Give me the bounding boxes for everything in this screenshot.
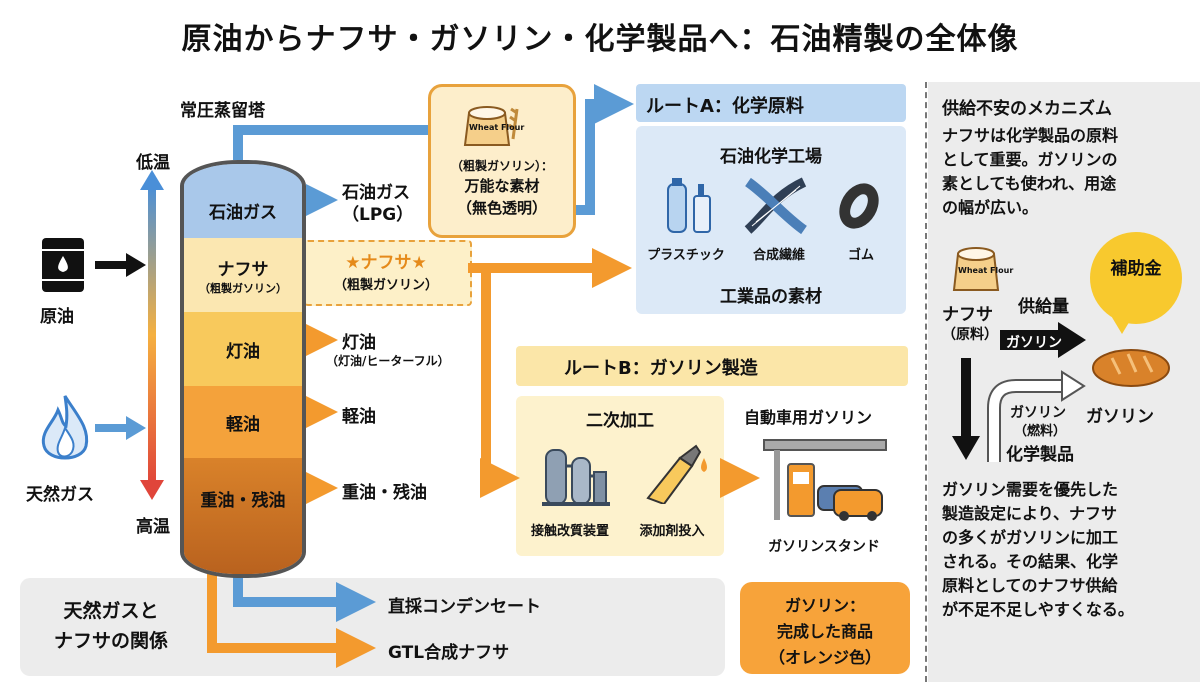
note-line3: （オレンジ色） (768, 648, 881, 667)
bread-icon (1090, 346, 1172, 392)
gasoline-fuel-label: ガソリン (1010, 405, 1066, 421)
route-b-header-box (516, 346, 908, 386)
diesel-label: 軽油 (342, 407, 376, 427)
lpg-sublabel: （LPG） (342, 205, 414, 225)
layer-label: 石油ガス (209, 202, 277, 223)
secondary-title: 二次加工 (586, 411, 654, 431)
intro-line: として重要。ガソリンの (942, 150, 1118, 169)
distillation-tower: 石油ガス ナフサ （粗製ガソリン） 灯油 軽油 重油・残油 (180, 160, 306, 578)
right-naphtha: ナフサ (942, 305, 993, 325)
gas-station-icon (760, 434, 890, 528)
layer-label: 重油・残油 (200, 490, 286, 511)
temp-high-label: 高温 (136, 517, 170, 537)
conclusion-line: の多くがガソリンに加工 (942, 528, 1119, 547)
route-a-header: ルートA：化学原料 (646, 96, 804, 117)
flour-bag-text: Wheat Flour (469, 123, 525, 132)
conclusion-line: される。その結果、化学 (942, 552, 1119, 571)
intro-line: 素としても使われ、用途 (942, 174, 1117, 193)
condensate-label: 直採コンデンセート (388, 597, 541, 617)
layer-kerosene: 灯油 (184, 312, 302, 386)
flour-bag-icon: Wheat Flour (457, 99, 527, 151)
crude-label: 原油 (40, 307, 74, 327)
lpg-label: 石油ガス (342, 183, 410, 203)
bubble-line3: （無色透明） (456, 199, 547, 217)
layer-petroleum-gas: 石油ガス (184, 164, 302, 238)
flour-bag-text: Wheat Flour (958, 266, 1014, 275)
oil-drum-icon (40, 236, 86, 298)
bottle-icon (660, 176, 720, 240)
naphtha-star-label: ★ナフサ★ (345, 253, 427, 273)
gas-label: 天然ガス (26, 485, 94, 505)
conclusion-line: 原料としてのナフサ供給 (942, 576, 1118, 595)
divider (925, 82, 927, 682)
layer-naphtha: ナフサ （粗製ガソリン） (184, 238, 302, 312)
naphtha-sublabel: （粗製ガソリン） (333, 278, 438, 293)
gasoline-bread-label: ガソリン (1086, 407, 1154, 427)
temperature-arrow (140, 170, 164, 500)
gtl-label: GTL合成ナフサ (388, 643, 510, 663)
naphtha-bubble: Wheat Flour （粗製ガソリン）： 万能な素材 （無色透明） (428, 84, 576, 238)
route-a-header-box (636, 84, 906, 122)
right-conclusion: ガソリン需要を優先した 製造設定により、ナフサ の多くがガソリンに加工 される。… (942, 478, 1134, 622)
fiber-icon (744, 176, 808, 240)
rubber-icon (832, 178, 886, 238)
bottom-title-line1: 天然ガスと (63, 600, 159, 622)
car-gasoline-title: 自動車用ガソリン (744, 408, 873, 427)
route-b-header: ルートB：ガソリン製造 (564, 358, 758, 379)
gasoline-note: ガソリン： 完成した商品 （オレンジ色） (740, 582, 910, 674)
intro-line: の幅が広い。 (942, 198, 1039, 217)
right-intro: ナフサは化学製品の原料 として重要。ガソリンの 素としても使われ、用途 の幅が広… (942, 124, 1118, 220)
supply-label: 供給量 (1018, 297, 1069, 317)
subsidy-label: 補助金 (1110, 259, 1162, 279)
conclusion-line: が不足不足しやすくなる。 (942, 600, 1134, 619)
item-fiber: 合成繊維 (752, 248, 805, 263)
right-title: 供給不安のメカニズム (942, 99, 1112, 119)
gas-station-label: ガソリンスタンド (768, 539, 880, 555)
item-additive: 添加剤投入 (639, 524, 705, 539)
conclusion-line: 製造設定により、ナフサ (942, 504, 1118, 523)
layer-label: ナフサ (217, 259, 269, 280)
temp-low-label: 低温 (136, 153, 170, 173)
route-a-footer: 工業品の素材 (720, 287, 822, 307)
note-line2: 完成した商品 (776, 622, 873, 641)
subsidy-circle: 補助金 (1090, 232, 1182, 324)
layer-sublabel: （粗製ガソリン） (199, 281, 287, 295)
tower-title: 常圧蒸留塔 (180, 101, 265, 121)
layer-diesel: 軽油 (184, 386, 302, 458)
layer-heavy-oil: 重油・残油 (184, 458, 302, 574)
bubble-line1: （粗製ガソリン）： (450, 159, 553, 173)
right-naphtha-sub: （原料） (942, 327, 998, 343)
flour-bag-icon: Wheat Flour (950, 240, 1014, 296)
intro-line: ナフサは化学製品の原料 (942, 126, 1119, 145)
page-title: 原油からナフサ・ガソリン・化学製品へ：石油精製の全体像 (181, 22, 1019, 57)
item-reformer: 接触改質装置 (530, 524, 609, 539)
reformer-icon (540, 436, 610, 512)
gasoline-fuel-sub: （燃料） (1014, 424, 1067, 439)
gas-flame-icon (36, 392, 94, 472)
bubble-line2: 万能な素材 (464, 177, 540, 195)
bottom-title-line2: ナフサの関係 (53, 630, 168, 652)
chem-label: 化学製品 (1006, 445, 1074, 465)
plant-title: 石油化学工場 (720, 147, 822, 167)
conclusion-line: ガソリン需要を優先した (942, 480, 1119, 499)
kerosene-label: 灯油 (342, 333, 376, 353)
layer-label: 軽油 (226, 414, 260, 435)
heavy-oil-label: 重油・残油 (342, 483, 427, 503)
additive-icon (640, 440, 712, 508)
item-rubber: ゴム (847, 248, 874, 263)
kerosene-sublabel: （灯油/ヒーターフル） (326, 354, 450, 368)
gasoline-arrow-label: ガソリン (1006, 335, 1062, 351)
layer-label: 灯油 (226, 341, 260, 362)
item-plastic: プラスチック (647, 248, 725, 263)
note-line1: ガソリン： (784, 596, 865, 615)
